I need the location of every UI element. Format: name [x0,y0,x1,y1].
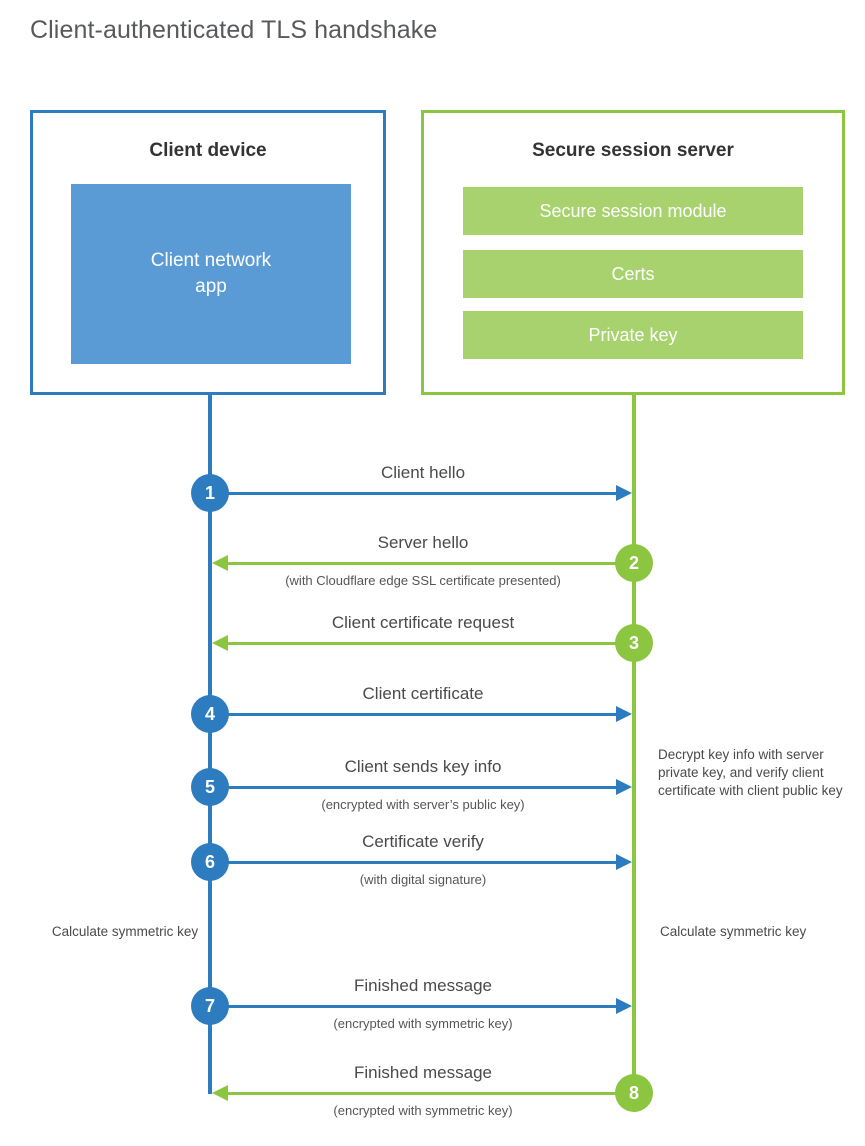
step-circle-6: 6 [191,843,229,881]
message-label: Finished message [354,1063,492,1082]
server-bar-label: Private key [588,324,678,345]
message-sublabel: (encrypted with symmetric key) [333,1103,513,1118]
step-circle-4: 4 [191,695,229,733]
client-device-title: Client device [149,140,267,161]
arrow-head-right-icon [616,706,632,722]
arrow-line [210,1005,618,1008]
arrow-line [210,861,618,864]
arrow-line [210,492,618,495]
server-bar-label: Secure session module [539,200,727,221]
message-label: Finished message [354,976,492,995]
note-calculate-symmetric-key-server: Calculate symmetric key [660,924,807,939]
message-sublabel: (with digital signature) [359,872,487,887]
server-component-private-key: Private key [463,311,803,359]
step-circle-7: 7 [191,987,229,1025]
note-calculate-symmetric-key-client: Calculate symmetric key [51,924,199,939]
step-circle-3: 3 [615,624,653,662]
arrow-line [228,642,634,645]
message-label: Server hello [377,533,469,552]
secure-session-server-box: Secure session server Secure session mod… [421,110,845,395]
step-circle-5: 5 [191,768,229,806]
server-component-secure-session-module: Secure session module [463,187,803,235]
arrow-head-left-icon [212,1085,228,1101]
message-sublabel: (with Cloudflare edge SSL certificate pr… [285,573,561,588]
step-circle-2: 2 [615,544,653,582]
message-label: Client hello [380,463,466,482]
message-label: Certificate verify [362,832,484,851]
arrow-head-left-icon [212,555,228,571]
message-sublabel: (encrypted with server’s public key) [321,797,525,812]
secure-session-server-title: Secure session server [532,140,734,161]
message-label: Client certificate [362,684,484,703]
arrow-head-right-icon [616,485,632,501]
message-sublabel: (encrypted with symmetric key) [333,1016,513,1031]
message-label: Client sends key info [344,757,502,776]
arrow-line [228,562,634,565]
arrow-line [210,713,618,716]
note-decrypt-key-info: Decrypt key info with server private key… [658,747,843,798]
arrow-head-right-icon [616,779,632,795]
server-bar-label: Certs [611,263,655,284]
arrow-head-right-icon [616,854,632,870]
client-device-box: Client device Client network app [30,110,386,395]
step-circle-1: 1 [191,474,229,512]
message-label: Client certificate request [331,613,515,632]
arrow-line [210,786,618,789]
client-network-app-block: Client network app [71,184,351,364]
server-lifeline [632,394,636,1094]
page-title: Client-authenticated TLS handshake [30,16,438,44]
server-component-certs: Certs [463,250,803,298]
client-lifeline [208,394,212,1094]
client-network-app-label: Client network app [150,250,272,297]
arrow-head-right-icon [616,998,632,1014]
arrow-line [228,1092,634,1095]
arrow-head-left-icon [212,635,228,651]
step-circle-8: 8 [615,1074,653,1112]
